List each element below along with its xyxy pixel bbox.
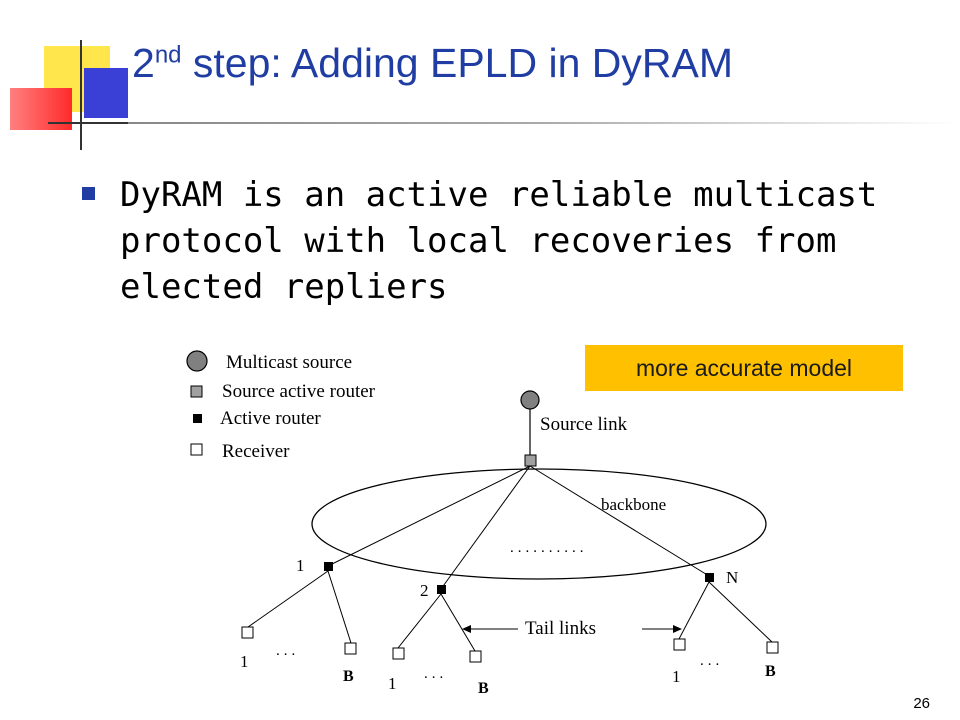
receiver-r2-right	[469, 650, 482, 663]
tail-link-rn-right	[708, 581, 773, 643]
router-n-label: N	[726, 568, 738, 587]
deco-horizontal-line	[48, 122, 138, 124]
slide-number: 26	[913, 695, 930, 712]
tail-link-r2-right	[440, 593, 476, 652]
callout-badge: more accurate model	[585, 345, 903, 391]
receiver-r2-right-label: B	[478, 680, 489, 697]
legend-source-icon	[186, 350, 208, 372]
backbone-dots: ..........	[510, 540, 588, 556]
title-decoration	[0, 0, 140, 150]
receiver-rn-right-label: B	[765, 663, 776, 680]
legend-source-active-router: Source active router	[222, 381, 376, 402]
tail-links-arrowhead-left	[462, 625, 471, 633]
backbone-ellipse	[311, 468, 767, 580]
receiver-r2-left-label: 1	[388, 674, 397, 693]
tail-link-r1-right	[327, 570, 352, 644]
receiver-rn-ellipsis: ...	[700, 653, 723, 669]
bullet-text: DyRAM is an active reliable multicast pr…	[120, 175, 878, 307]
multicast-source-node	[520, 390, 540, 410]
tail-link-rn-left	[678, 581, 710, 640]
link-source-routern	[529, 465, 710, 577]
link-source-router2	[440, 465, 531, 590]
receiver-r1-right	[344, 642, 357, 655]
receiver-r1-left	[241, 626, 254, 639]
receiver-rn-left	[673, 638, 686, 651]
receiver-rn-left-label: 1	[672, 667, 681, 686]
active-router-1	[324, 562, 333, 571]
receiver-r2-left	[392, 647, 405, 660]
source-active-router-node	[524, 454, 537, 467]
title-underline	[128, 122, 958, 124]
router-2-label: 2	[420, 581, 429, 600]
tail-link-r1-left	[247, 570, 329, 628]
legend-source-router-icon	[190, 385, 203, 398]
deco-blue-square	[84, 68, 128, 118]
active-router-n	[705, 573, 714, 582]
page-title: 2nd step: Adding EPLD in DyRAM	[132, 40, 733, 86]
deco-vertical-line	[80, 40, 82, 150]
backbone-label: backbone	[601, 495, 666, 514]
legend-multicast-source: Multicast source	[226, 352, 352, 373]
receiver-r1-left-label: 1	[240, 652, 249, 671]
legend-receiver-icon	[190, 443, 203, 456]
receiver-rn-right	[766, 641, 779, 654]
dyram-diagram: Multicast source Source active router Ac…	[186, 350, 779, 697]
tail-links-label: Tail links	[525, 618, 596, 639]
receiver-r1-right-label: B	[343, 668, 354, 685]
link-source-router1	[327, 465, 531, 567]
active-router-2	[437, 585, 446, 594]
receiver-r1-ellipsis: ...	[276, 643, 299, 659]
legend-receiver: Receiver	[222, 441, 290, 462]
legend-active-router: Active router	[220, 408, 321, 429]
tail-link-r2-left	[397, 593, 442, 649]
router-1-label: 1	[296, 556, 305, 575]
bullet-item: DyRAM is an active reliable multicast pr…	[82, 172, 902, 310]
source-link-label: Source link	[540, 414, 628, 435]
tail-links-arrowhead-right	[673, 625, 682, 633]
bullet-square-icon	[82, 187, 95, 200]
legend-active-router-icon	[193, 414, 202, 423]
receiver-r2-ellipsis: ...	[424, 666, 447, 682]
